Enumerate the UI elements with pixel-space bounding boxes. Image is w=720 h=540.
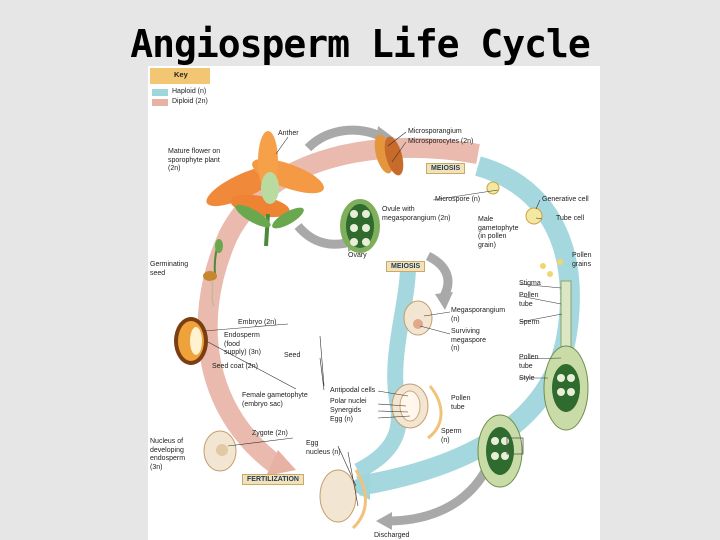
haploid-swatch [152, 89, 168, 96]
label-microspore: Microspore (n) [435, 196, 481, 203]
leader-lines [203, 131, 563, 507]
key-diploid-label: Diploid (2n) [172, 98, 208, 105]
label-seed: Seed [284, 352, 301, 359]
haploid-inner-arrow [354, 265, 416, 479]
label-tube-cell: Tube cell [556, 215, 585, 222]
label-polar-nuclei: Polar nuclei [330, 398, 367, 405]
label-endosperm: Endosperm (food supply) (3n) [224, 332, 261, 356]
label-surviving-megaspore: Surviving megaspore (n) [451, 328, 487, 352]
label-female-gametophyte: Female gametophyte (embryo sac) [242, 392, 308, 408]
label-microsporocytes: Microsporocytes (2n) [408, 138, 474, 145]
diagram-artwork [174, 125, 589, 530]
microspore-illustration [486, 181, 500, 195]
seed-illustration [174, 317, 208, 365]
label-anther: Anther [278, 130, 299, 137]
label-embryo: Embryo (2n) [238, 319, 277, 326]
label-microsporangium: Microsporangium [408, 128, 462, 135]
label-ovule: Ovule with megasporangium (2n) [382, 206, 451, 222]
carpel-illustration [543, 280, 589, 431]
label-germinating-seed: Germinating seed [150, 261, 189, 277]
label-pollen-tube-mid: Pollen tube [519, 354, 539, 370]
grey-arrow-right [425, 251, 453, 301]
meiosis-box-middle: MEIOSIS [386, 261, 426, 272]
pollen-grain-2 [547, 271, 553, 277]
label-sperm-low: Sperm (n) [441, 428, 462, 444]
label-stigma: Stigma [519, 280, 541, 287]
diploid-swatch [152, 99, 168, 106]
pollen-grain-3 [557, 259, 563, 265]
label-egg-nucleus: Egg nucleus (n) [306, 440, 341, 456]
label-antipodal-cells: Antipodal cells [330, 387, 376, 394]
discharged-sperm-illustration [319, 469, 367, 530]
fertilized-ovary-illustration [477, 414, 524, 488]
germinating-seed-illustration [203, 239, 223, 307]
pollen-grain-1 [540, 263, 546, 269]
life-cycle-diagram: Key Haploid (n) Diploid (2n) MEIOSIS MEI… [148, 66, 600, 540]
label-generative-cell: Generative cell [542, 196, 589, 203]
fertilization-box: FERTILIZATION [242, 474, 304, 485]
haploid-outer-arrowhead [344, 472, 370, 500]
diploid-arrowhead [266, 450, 296, 476]
grey-arrow-top [304, 125, 382, 152]
grey-arrow-bottom [387, 463, 493, 526]
zygote-illustration [203, 430, 237, 472]
ovule-illustration [340, 199, 380, 253]
label-style: Style [519, 375, 535, 382]
microsporangium-illustration [374, 134, 404, 176]
label-egg: Egg (n) [330, 416, 353, 423]
key-heading: Key [150, 68, 210, 84]
label-ovary: Ovary [348, 252, 367, 259]
label-male-gametophyte: Male gametophyte (in pollen grain) [478, 216, 519, 249]
key-haploid-label: Haploid (n) [172, 88, 207, 95]
mature-flower-illustration [206, 131, 324, 247]
label-pollen-tube-low: Pollen tube [451, 395, 471, 411]
label-pollen-tube-top: Pollen tube [519, 292, 539, 308]
label-zygote: Zygote (2n) [252, 430, 288, 437]
grey-arrowhead-right [435, 292, 453, 310]
label-seed-coat: Seed coat (2n) [212, 363, 258, 370]
label-synergids: Synergids [330, 407, 362, 414]
label-pollen-grains: Pollen grains [572, 252, 592, 268]
grey-arrowhead-bottom [376, 512, 392, 530]
label-mature-flower: Mature flower on sporophyte plant (2n) [168, 148, 221, 172]
slide-title: Angiosperm Life Cycle [130, 22, 590, 66]
label-sperm-top: Sperm [519, 319, 540, 326]
label-nucleus-endosperm: Nucleus of developing endosperm (3n) [150, 438, 186, 471]
generative-cell-illustration [525, 207, 543, 225]
label-megasporangium: Megasporangium (n) [451, 307, 506, 323]
meiosis-box-top: MEIOSIS [426, 163, 466, 174]
label-discharged: Discharged [374, 532, 410, 539]
megasporangium-illustration [403, 300, 433, 336]
